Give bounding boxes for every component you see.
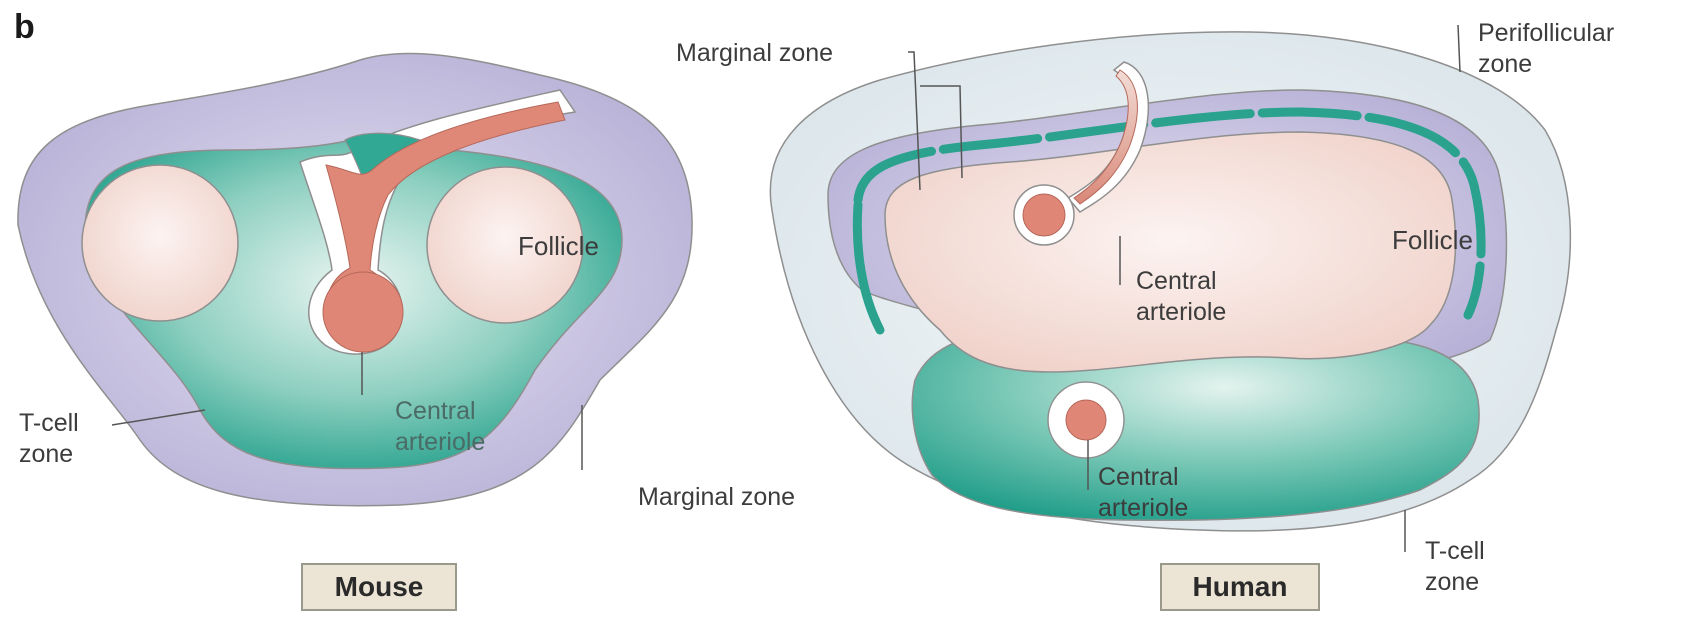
human-lower-arteriole-line-2: arteriole [1098,493,1188,524]
mouse-follicle-label: Follicle [518,231,599,262]
human-follicle-region [885,132,1456,372]
human-lower-arteriole-bulb [1066,400,1106,440]
human-t-cell-zone-label: T-cell zone [1425,536,1485,598]
human-lower-central-arteriole-label: Central arteriole [1098,462,1188,524]
human-t-cell-zone-line-1: T-cell [1425,536,1485,567]
mouse-marginal-zone-label: Marginal zone [638,482,795,513]
mouse-t-cell-zone-label: T-cell zone [19,408,79,470]
mouse-central-arteriole-line-2: arteriole [395,427,485,458]
human-follicle-label: Follicle [1392,225,1473,256]
human-upper-arteriole-line-2: arteriole [1136,297,1226,328]
panel-label: b [14,8,35,47]
mouse-t-cell-zone-line-1: T-cell [19,408,79,439]
human-perifollicular-zone-label: Perifollicular zone [1478,18,1614,80]
mouse-follicle-left [82,165,238,321]
human-perifollicular-line-1: Perifollicular [1478,18,1614,49]
mouse-central-arteriole-line-1: Central [395,396,485,427]
human-perifollicular-leader-line [1458,25,1460,72]
human-title-box: Human [1160,563,1320,611]
human-upper-arteriole-line-1: Central [1136,266,1226,297]
mouse-spleen-diagram [18,53,692,505]
mouse-central-arteriole-bulb [323,272,403,352]
mouse-t-cell-zone-line-2: zone [19,439,79,470]
human-upper-central-arteriole-label: Central arteriole [1136,266,1226,328]
human-t-cell-zone-line-2: zone [1425,567,1485,598]
mouse-title-box: Mouse [301,563,457,611]
mouse-central-arteriole-label: Central arteriole [395,396,485,458]
human-marginal-zone-label: Marginal zone [676,38,833,69]
human-upper-arteriole-bulb [1023,194,1065,236]
human-lower-arteriole-line-1: Central [1098,462,1188,493]
human-perifollicular-line-2: zone [1478,49,1614,80]
